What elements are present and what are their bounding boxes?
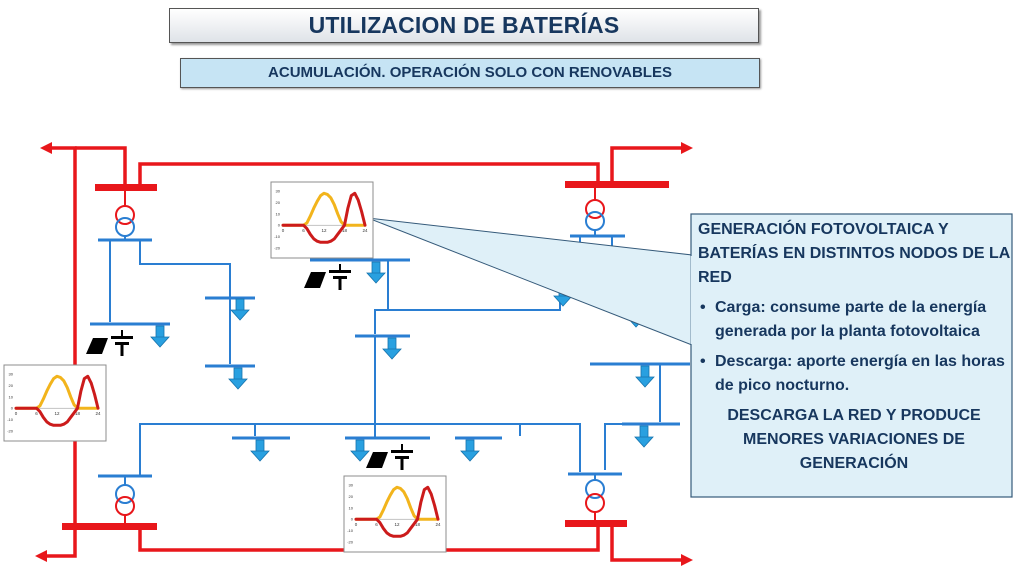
- title-banner: UTILIZACION DE BATERÍAS: [169, 8, 759, 43]
- pv-battery-symbol-bottom: [366, 444, 413, 470]
- subtitle-banner: ACUMULACIÓN. OPERACIÓN SOLO CON RENOVABL…: [180, 58, 760, 88]
- callout-text: GENERACIÓN FOTOVOLTAICA Y BATERÍAS EN DI…: [698, 218, 1010, 494]
- transmission-arrowheads: [35, 142, 693, 566]
- callout-bullet-charge: Carga: consume parte de la energía gener…: [700, 296, 1010, 344]
- transformer-bottom-right: [585, 479, 605, 520]
- y-tick-label: -20: [7, 429, 14, 434]
- y-tick-label: 30: [349, 483, 354, 488]
- x-tick-label: 18: [75, 411, 81, 416]
- x-tick-label: 18: [415, 522, 421, 527]
- callout-bullets: Carga: consume parte de la energía gener…: [698, 296, 1010, 398]
- y-tick-label: 0: [278, 223, 281, 228]
- battery-curve: [281, 191, 367, 244]
- y-tick-label: 20: [349, 494, 354, 499]
- x-tick-label: 0: [282, 228, 285, 233]
- callout-heading: GENERACIÓN FOTOVOLTAICA Y BATERÍAS EN DI…: [698, 221, 1010, 286]
- load-arrow: [350, 439, 370, 462]
- x-tick-label: 12: [321, 228, 327, 233]
- load-arrow: [382, 337, 402, 360]
- y-tick-label: -10: [274, 234, 281, 239]
- load-arrow: [634, 425, 654, 448]
- pv-curve: [354, 485, 440, 521]
- load-arrow: [228, 367, 248, 390]
- y-tick-label: 10: [276, 211, 281, 216]
- transformer-bottom-left: [115, 484, 135, 523]
- load-arrow: [460, 439, 480, 462]
- battery-curve: [354, 485, 440, 538]
- x-tick-label: 0: [355, 522, 358, 527]
- load-arrow: [635, 365, 655, 388]
- x-tick-label: 6: [35, 411, 38, 416]
- y-tick-label: 20: [9, 383, 14, 388]
- transformer-top-right: [585, 188, 605, 231]
- pv-battery-symbol-left: [86, 330, 133, 356]
- y-tick-label: 30: [276, 189, 281, 194]
- callout-conclusion: DESCARGA LA RED Y PRODUCE MENORES VARIAC…: [727, 407, 981, 472]
- pv-curve: [281, 191, 367, 227]
- load-arrow: [150, 325, 170, 348]
- y-tick-label: 10: [9, 394, 14, 399]
- x-tick-label: 12: [54, 411, 60, 416]
- load-arrow: [230, 298, 250, 321]
- x-tick-label: 24: [95, 411, 101, 416]
- x-tick-label: 12: [394, 522, 400, 527]
- x-tick-label: 24: [362, 228, 368, 233]
- load-arrow: [366, 261, 386, 284]
- y-tick-label: 10: [349, 505, 354, 510]
- y-tick-label: -20: [347, 540, 354, 545]
- transmission-network: [40, 146, 688, 562]
- transformer-top-left: [115, 191, 135, 237]
- y-tick-label: 30: [9, 372, 14, 377]
- battery-curve: [14, 374, 100, 427]
- load-arrow: [250, 439, 270, 462]
- x-tick-label: 24: [435, 522, 441, 527]
- callout-pointer: [367, 217, 693, 346]
- pv-battery-symbol-top: [304, 264, 351, 290]
- y-tick-label: 0: [351, 517, 354, 522]
- page-title: UTILIZACION DE BATERÍAS: [308, 12, 620, 38]
- x-tick-label: 6: [302, 228, 305, 233]
- y-tick-label: -10: [347, 528, 354, 533]
- y-tick-label: -20: [274, 246, 281, 251]
- y-tick-label: 20: [276, 200, 281, 205]
- y-tick-label: 0: [11, 406, 14, 411]
- x-tick-label: 6: [375, 522, 378, 527]
- callout-bullet-discharge: Descarga: aporte energía en las horas de…: [700, 350, 1010, 398]
- x-tick-label: 0: [15, 411, 18, 416]
- transmission-busbars: [62, 181, 669, 530]
- y-tick-label: -10: [7, 417, 14, 422]
- page-subtitle: ACUMULACIÓN. OPERACIÓN SOLO CON RENOVABL…: [268, 64, 672, 81]
- pv-curve: [14, 374, 100, 410]
- x-tick-label: 18: [342, 228, 348, 233]
